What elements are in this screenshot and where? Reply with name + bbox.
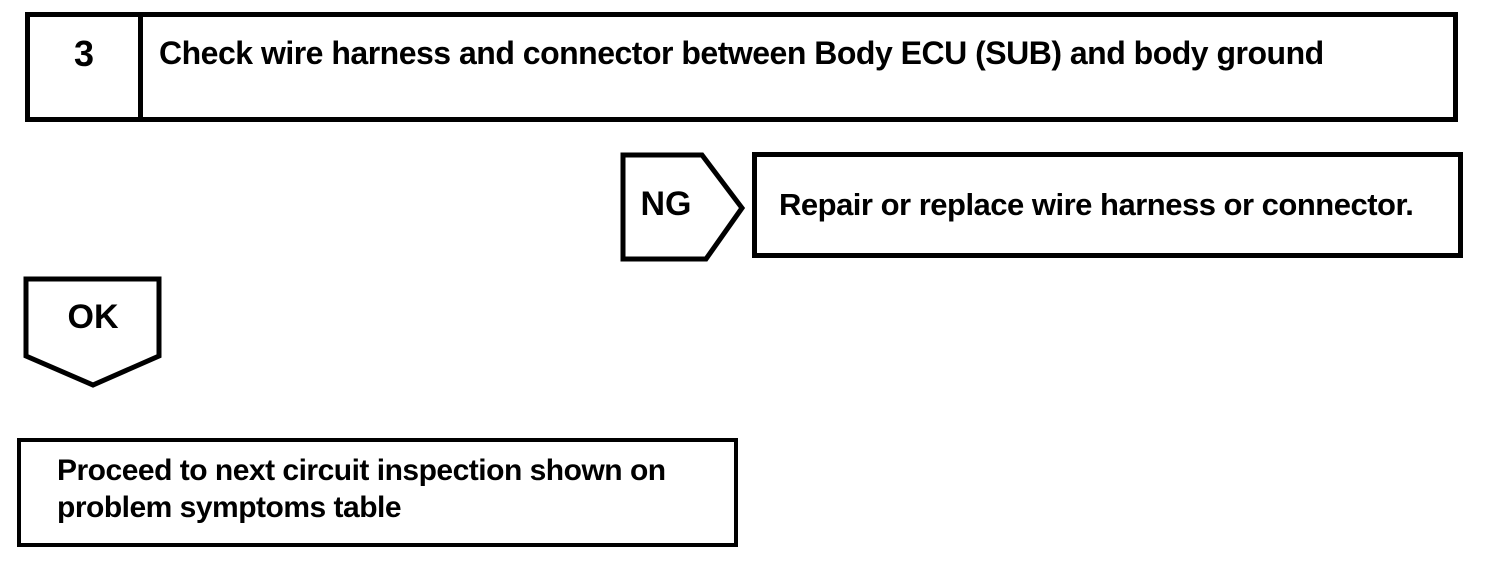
- ok-pentagon-shape: [23, 276, 162, 388]
- step-title: Check wire harness and connector between…: [159, 35, 1324, 71]
- ok-result-line-1: Proceed to next circuit inspection shown…: [57, 454, 666, 487]
- ng-pentagon-shape: [620, 152, 746, 262]
- ng-action-box: Repair or replace wire harness or connec…: [752, 152, 1463, 258]
- ng-branch-pentagon: NG: [620, 152, 746, 262]
- ng-label: NG: [640, 184, 692, 223]
- ng-action-text: Repair or replace wire harness or connec…: [779, 187, 1414, 222]
- ok-result-box: Proceed to next circuit inspection shown…: [17, 438, 738, 547]
- ok-branch-pentagon: OK: [23, 276, 163, 388]
- ok-label: OK: [67, 297, 119, 336]
- step-header-box: 3 Check wire harness and connector betwe…: [25, 12, 1458, 122]
- step-number: 3: [30, 17, 143, 117]
- ok-result-line-2: problem symptoms table: [57, 491, 402, 524]
